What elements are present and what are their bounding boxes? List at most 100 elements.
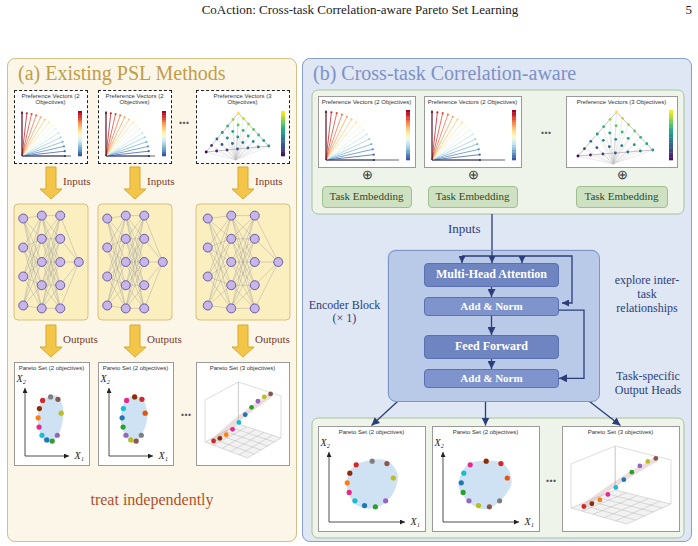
plot-title: Pareto Set (2 objectives): [17, 365, 87, 372]
plot-illustration: [319, 106, 415, 166]
plot-box: Preference Vectors (2 Objectives): [14, 90, 88, 164]
process-box: Feed Forward: [424, 335, 559, 359]
layout-drawing: [14, 90, 684, 538]
sub-panel: [312, 90, 684, 214]
plot-title: Preference Vectors (3 Objectives): [569, 99, 675, 106]
plot-box: Preference Vectors (2 Objectives): [424, 96, 522, 168]
text-label: Outputs: [147, 333, 187, 346]
text-label: CoAction: Cross-task Correlation-aware P…: [160, 3, 560, 18]
network-icon: [14, 204, 88, 320]
connector-arrow: [590, 402, 621, 426]
text-label: ...: [176, 404, 196, 420]
text-label: Inputs: [255, 175, 295, 188]
block-arrow: [232, 325, 254, 357]
axis-label: X₁: [525, 516, 535, 528]
panel-title: (a) Existing PSL Methods: [18, 62, 226, 85]
text-label: ...: [541, 470, 561, 486]
box-label: Task Embedding: [581, 190, 661, 203]
box-label: Add & Norm: [457, 300, 525, 313]
plot-illustration: [425, 106, 521, 166]
plot-illustration: [15, 107, 87, 162]
text-label: explore inter-task relationships: [606, 274, 688, 315]
connector-arrow: [491, 359, 492, 369]
connector-arrow: [372, 402, 398, 426]
plot-title: Preference Vectors (2 Objectives): [321, 99, 413, 106]
axis-label: X₁: [411, 516, 421, 528]
connector-arrow: [485, 402, 486, 426]
connector-arrow: [491, 316, 492, 335]
panel-title: (b) Cross-task Correlation-aware: [313, 62, 576, 85]
network-icon: [98, 204, 172, 320]
process-box: Multi-Head Attention: [424, 263, 559, 287]
plot-illustration: [99, 107, 171, 162]
text-label: ...: [534, 122, 558, 138]
panel-fills: [7, 58, 692, 542]
text-label: Inputs: [448, 222, 488, 237]
plot-illustration: [433, 436, 539, 530]
process-box: Add & Norm: [424, 297, 559, 316]
process-box: Task Embedding: [322, 186, 412, 208]
text-label: ⊕: [357, 168, 377, 183]
text-label: Outputs: [255, 333, 295, 346]
plot-box: Preference Vectors (2 Objectives): [98, 90, 172, 164]
encoder-block: Multi-Head AttentionAdd & NormFeed Forwa…: [388, 250, 600, 402]
plot-box: Preference Vectors (2 Objectives): [318, 96, 416, 168]
plot-box: Preference Vectors (3 Objectives): [196, 90, 290, 164]
process-box: Add & Norm: [424, 369, 559, 388]
plot-title: Pareto Set (3 objectives): [565, 429, 677, 436]
plot-box: Pareto Set (3 objectives): [562, 426, 680, 532]
plot-title: Pareto Set (2 objectives): [321, 429, 423, 436]
box-label: Add & Norm: [457, 372, 525, 385]
block-arrow: [232, 167, 254, 199]
axis-label: X₂: [101, 373, 111, 385]
text-label: Task-specific Output Heads: [606, 370, 690, 398]
plot-title: Preference Vectors (2 Objectives): [427, 99, 519, 106]
plot-title: Preference Vectors (3 Objectives): [199, 93, 287, 107]
plot-illustration: [567, 106, 677, 166]
box-label: Task Embedding: [432, 190, 512, 203]
box-label: Task Embedding: [326, 190, 406, 203]
plot-box: Pareto Set (2 objectives): [432, 426, 540, 532]
plot-title: Pareto Set (3 objectives): [199, 365, 287, 372]
axis-label: X₂: [17, 373, 27, 385]
panel: Preference Vectors (2 Objectives) Prefere…: [302, 58, 692, 542]
plot-illustration: [197, 107, 289, 162]
block-arrow: [40, 167, 62, 199]
plot-title: Pareto Set (2 objectives): [101, 365, 171, 372]
plot-title: Preference Vectors (2 Objectives): [101, 93, 169, 107]
block-arrow: [40, 325, 62, 357]
block-arrow: [124, 167, 146, 199]
text-label: ⊕: [612, 168, 632, 183]
connector-arrow: [559, 310, 584, 378]
plot-box: Preference Vectors (3 Objectives): [566, 96, 678, 168]
axis-label: X₁: [75, 450, 85, 462]
panel-note: treat independently: [8, 491, 296, 509]
plot-illustration: [319, 436, 425, 530]
plot-title: Preference Vectors (2 Objectives): [17, 93, 85, 107]
text-label: 5: [668, 3, 692, 18]
block-arrow: [124, 325, 146, 357]
axis-label: X₁: [159, 450, 169, 462]
network-icon: [196, 204, 290, 320]
text-label: Inputs: [63, 175, 103, 188]
axis-label: X₂: [435, 437, 445, 449]
plot-illustration: [563, 436, 679, 530]
box-label: Feed Forward: [452, 340, 531, 354]
box-label: Multi-Head Attention: [433, 268, 550, 282]
plot-title: Pareto Set (2 objectives): [435, 429, 537, 436]
plot-box: Pareto Set (2 objectives): [318, 426, 426, 532]
text-label: ...: [174, 112, 194, 128]
process-box: Task Embedding: [576, 186, 668, 208]
text-label: ⊕: [463, 168, 483, 183]
plot-box: Pareto Set (3 objectives): [196, 362, 290, 466]
panel: Preference Vectors (2 Objectives) Prefere…: [7, 58, 297, 542]
process-box: Task Embedding: [428, 186, 518, 208]
axis-label: X₂: [321, 437, 331, 449]
text-label: Inputs: [147, 175, 187, 188]
sub-panel: [312, 418, 684, 538]
text-label: Outputs: [63, 333, 103, 346]
connector-arrow: [491, 287, 492, 297]
block-label: Encoder Block (× 1): [305, 299, 385, 327]
